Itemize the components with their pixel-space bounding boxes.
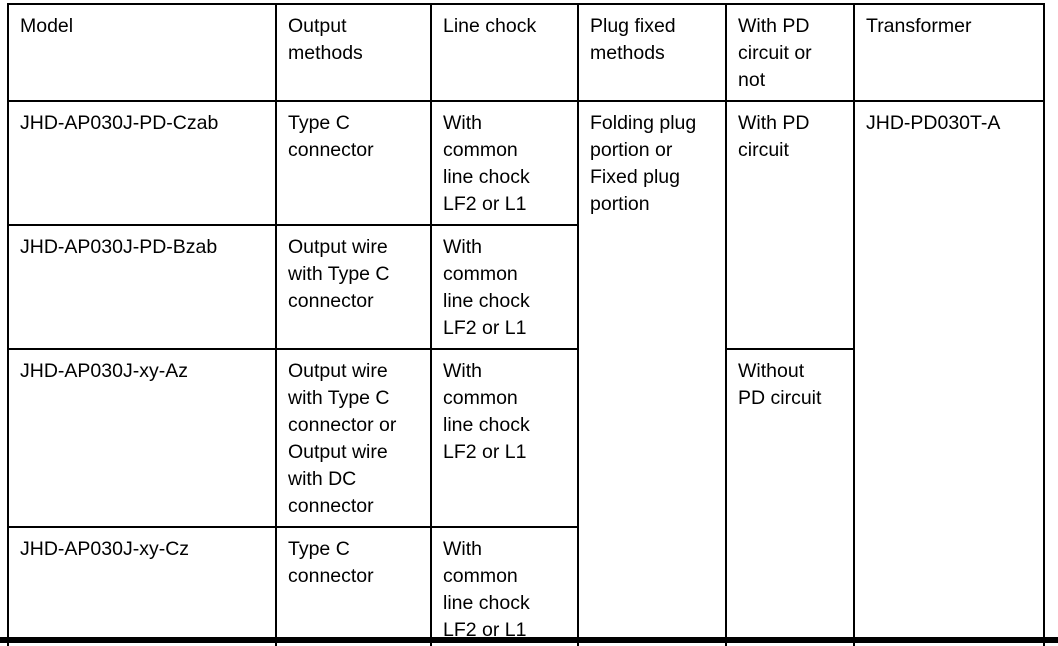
- cell-model: JHD-AP030J-xy-Cz: [7, 526, 277, 646]
- table-row: JHD-AP030J-xy-Cz Type C connector With c…: [7, 526, 1044, 646]
- header-cell-pd-circuit: With PD circuit or not: [725, 3, 855, 102]
- cell-model: JHD-AP030J-PD-Bzab: [7, 224, 277, 350]
- page-bottom-rule: [0, 637, 1058, 643]
- cell-line-chock: With common line chock LF2 or L1: [430, 100, 579, 226]
- cell-pd-circuit: Without PD circuit: [725, 348, 855, 646]
- header-cell-plug-fixed-methods: Plug fixed methods: [577, 3, 727, 102]
- cell-output-method: Type C connector: [275, 100, 432, 226]
- cell-transformer: JHD-PD030T-A: [853, 100, 1045, 646]
- header-cell-model: Model: [7, 3, 277, 102]
- header-cell-line-chock: Line chock: [430, 3, 579, 102]
- table-row: JHD-AP030J-PD-Czab Type C connector With…: [7, 100, 1045, 646]
- table-row: JHD-AP030J-PD-Bzab Output wire with Type…: [7, 224, 1044, 350]
- cell-pd-circuit: With PD circuit: [725, 100, 855, 350]
- product-model-table: Model Output methods Line chock Plug fix…: [7, 3, 1045, 646]
- cell-line-chock: With common line chock LF2 or L1: [430, 224, 579, 350]
- cell-output-method: Output wire with Type C connector or Out…: [275, 348, 432, 528]
- header-cell-transformer: Transformer: [853, 3, 1045, 102]
- cell-model: JHD-AP030J-xy-Az: [7, 348, 277, 528]
- table-row: JHD-AP030J-xy-Az Output wire with Type C…: [7, 348, 1044, 646]
- table-header-row: Model Output methods Line chock Plug fix…: [7, 3, 1045, 102]
- cell-output-method: Output wire with Type C connector: [275, 224, 432, 350]
- cell-line-chock: With common line chock LF2 or L1: [430, 348, 579, 528]
- cell-output-method: Type C connector: [275, 526, 432, 646]
- cell-line-chock: With common line chock LF2 or L1: [430, 526, 579, 646]
- cell-plug-fixed-method: Folding plug portion or Fixed plug porti…: [577, 100, 727, 646]
- header-cell-output-methods: Output methods: [275, 3, 432, 102]
- cell-model: JHD-AP030J-PD-Czab: [7, 100, 277, 226]
